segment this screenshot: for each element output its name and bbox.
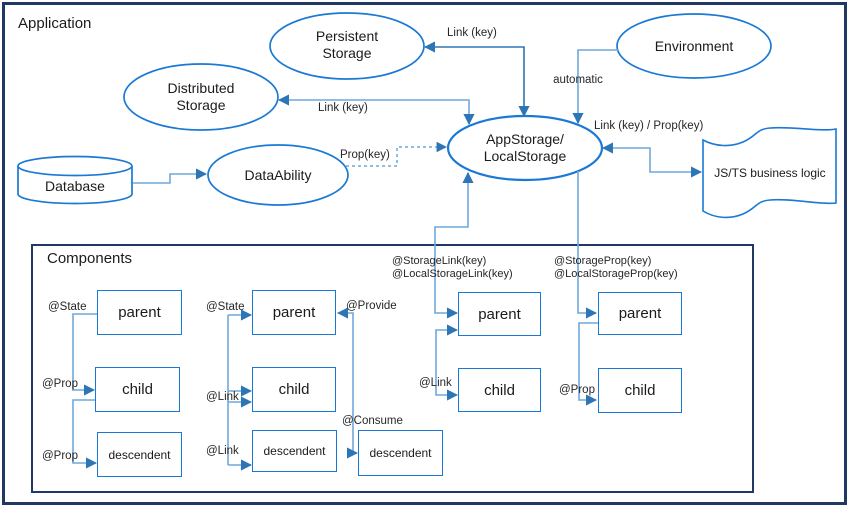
col1-state-label: @State [48, 301, 87, 313]
edge-dataability-appstorage-dashed [346, 141, 448, 167]
col4-child-label: child [624, 382, 656, 399]
col1-prop-descendent-label: @Prop [42, 450, 78, 462]
col2-child-label: child [278, 381, 310, 398]
application-frame [2, 2, 847, 505]
col1-child-label: child [122, 381, 153, 398]
edge-label-jsts-link-prop: Link (key) / Prop(key) [594, 120, 704, 132]
col3-header: @StorageLink(key) @LocalStorageLink(key) [392, 255, 513, 281]
edge-appstorage-jsts [601, 142, 703, 178]
col4-header-line2: @LocalStorageProp(key) [554, 268, 678, 280]
edge-database-dataability [133, 168, 208, 184]
col1-parent-label: parent [118, 304, 161, 321]
col1-prop-child-label: @Prop [42, 378, 78, 390]
appstorage-line2: LocalStorage [483, 148, 567, 164]
col3-link-label: @Link [419, 377, 452, 389]
environment-label: Environment [654, 38, 734, 54]
col1-descendent-label: descendent [108, 447, 171, 462]
edge-col1-child-descendent [72, 399, 98, 469]
col2-descendent2-box: descendent [358, 430, 443, 476]
persistent-storage-label: Persistent Storage [270, 28, 424, 62]
col4-header: @StorageProp(key) @LocalStorageProp(key) [554, 255, 678, 281]
appstorage-label: AppStorage/ LocalStorage [448, 131, 602, 165]
col4-child-box: child [598, 368, 682, 413]
col1-descendent-box: descendent [97, 432, 182, 477]
col3-header-line1: @StorageLink(key) [392, 255, 487, 267]
col2-descendent-label: descendent [263, 444, 326, 458]
database-cylinder-body [17, 166, 133, 205]
col2-consume-label: @Consume [342, 415, 403, 427]
col4-prop-label: @Prop [559, 384, 595, 396]
jsts-flag-shape [702, 126, 837, 219]
col2-descendent2-label: descendent [369, 446, 432, 460]
distributed-storage-line2: Storage [176, 97, 226, 113]
components-box [31, 244, 754, 493]
col1-parent-box: parent [97, 290, 182, 335]
components-title: Components [47, 250, 133, 267]
distributed-storage-label: Distributed Storage [124, 80, 278, 114]
col3-parent-box: parent [458, 292, 541, 336]
distributed-storage-line1: Distributed [167, 80, 235, 96]
col2-child-box: child [252, 367, 336, 412]
edge-appstorage-persistent [423, 41, 530, 118]
edge-col4-prop [578, 322, 598, 406]
col3-header-line2: @LocalStorageLink(key) [392, 268, 513, 280]
persistent-storage-line2: Storage [322, 45, 372, 61]
col4-header-line1: @StorageProp(key) [554, 255, 652, 267]
appstorage-line1: AppStorage/ [486, 131, 564, 147]
application-label: Application [18, 15, 92, 32]
jsts-logic-label: JS/TS business logic [714, 166, 826, 180]
col4-parent-label: parent [618, 305, 662, 322]
edge-col3-link [435, 324, 459, 401]
col2-descendent-box: descendent [252, 430, 337, 472]
dataability-ellipse [207, 144, 349, 206]
col2-link-descendent-label: @Link [206, 445, 239, 457]
edge-appstorage-distributed [277, 94, 475, 126]
col1-child-box: child [95, 367, 180, 412]
col3-parent-label: parent [478, 305, 521, 323]
edge-label-automatic: automatic [553, 74, 603, 86]
edge-environment-appstorage [572, 49, 618, 125]
col2-state-label: @State [206, 301, 245, 313]
col2-provide-label: @Provide [346, 300, 397, 312]
col3-child-box: child [458, 368, 541, 412]
col4-parent-box: parent [598, 292, 682, 335]
edge-col1-parent-child [72, 313, 97, 396]
edge-col2-provide-consume [336, 307, 359, 459]
environment-ellipse [616, 13, 772, 79]
col2-link-child-label: @Link [206, 391, 239, 403]
dataability-label: DataAbility [244, 167, 312, 183]
col2-parent-label: parent [272, 304, 316, 321]
database-cylinder-top [17, 155, 133, 177]
edge-label-dataability-prop: Prop(key) [340, 149, 390, 161]
edge-label-persistent-link: Link (key) [447, 27, 497, 39]
col2-parent-box: parent [252, 290, 336, 335]
edge-label-distributed-link: Link (key) [318, 102, 368, 114]
database-label: Database [45, 178, 105, 194]
col3-child-label: child [484, 381, 515, 399]
edge-appstorage-col4-parent [577, 171, 598, 319]
persistent-storage-line1: Persistent [315, 28, 379, 44]
edge-appstorage-col3-parent [434, 171, 474, 319]
